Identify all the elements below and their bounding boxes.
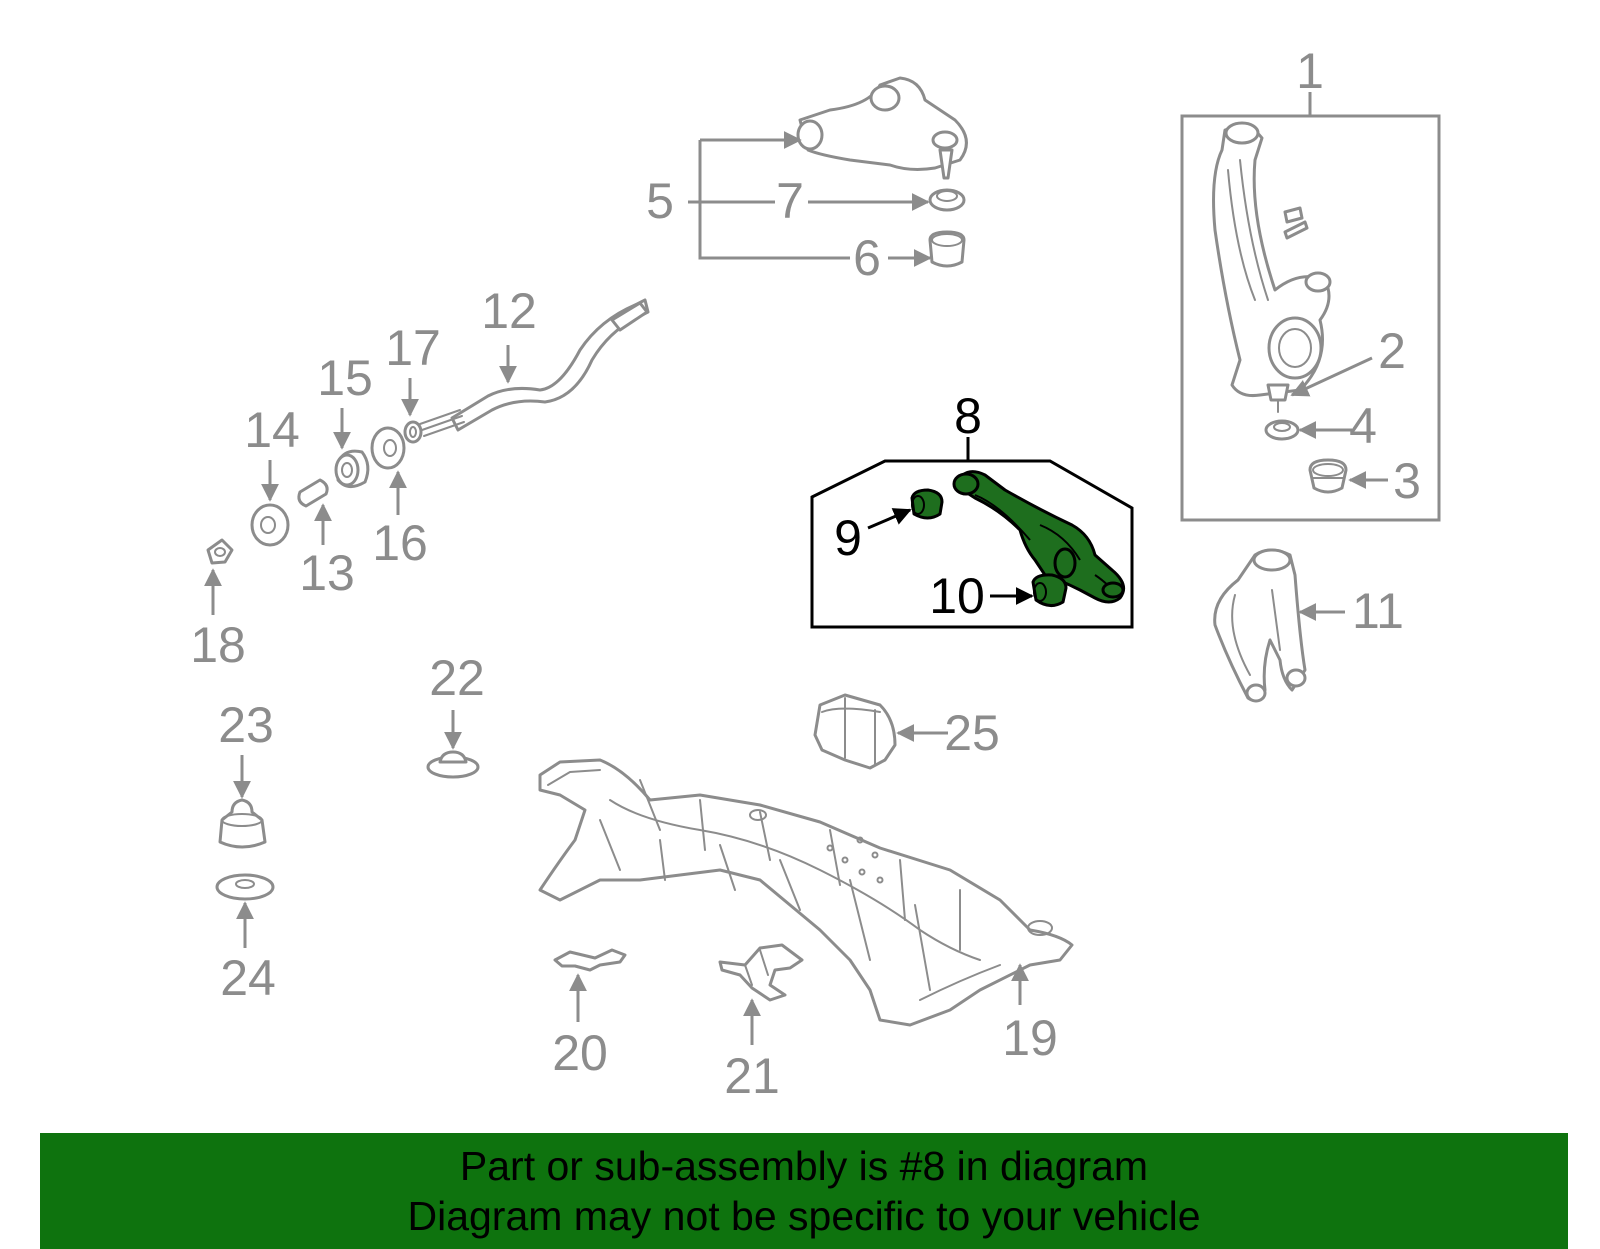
collar-13[interactable] [297,478,329,508]
part-11[interactable] [1213,548,1307,703]
bushing-14[interactable] [250,503,290,547]
washer-4[interactable] [1264,419,1300,441]
callout-18: 18 [190,617,246,673]
callout-12: 12 [481,283,537,339]
ball-joint-boot-7[interactable] [928,188,966,212]
bracket-20[interactable] [553,948,627,972]
callout-24: 24 [220,950,276,1006]
upper-control-arm[interactable] [796,76,968,180]
banner-line-2: Diagram may not be specific to your vehi… [407,1193,1201,1239]
callout-9: 9 [834,510,862,566]
steering-knuckle[interactable] [1212,121,1332,397]
callout-16: 16 [372,515,428,571]
callout-22: 22 [429,650,485,706]
callout-10: 10 [929,568,985,624]
bushing-10[interactable] [1031,573,1068,607]
banner-line-1: Part or sub-assembly is #8 in diagram [459,1143,1149,1189]
callout-20: 20 [552,1025,608,1081]
callout-6: 6 [853,230,881,286]
info-banner: Part or sub-assembly is #8 in diagram Di… [40,1133,1568,1249]
bushing-3[interactable] [1308,458,1348,494]
stabilizer-bar-12[interactable] [419,298,650,437]
callout-25: 25 [944,705,1000,761]
lower-control-arm-8[interactable] [952,470,1126,604]
callout-8: 8 [954,388,982,444]
callout-4: 4 [1349,398,1377,454]
callout-15: 15 [317,350,373,406]
callout-17: 17 [385,320,441,376]
callout-1: 1 [1296,43,1324,99]
callout-7: 7 [776,173,804,229]
mount-22[interactable] [426,750,480,779]
callout-2: 2 [1378,323,1406,379]
callout-11: 11 [1352,583,1404,639]
bushing-16[interactable] [370,426,406,470]
bushing-6[interactable] [928,230,966,268]
lower-control-arm-box [810,459,1134,629]
callout-19: 19 [1002,1010,1058,1066]
ball-joint-2[interactable] [1266,383,1290,413]
callout-5: 5 [646,173,674,229]
callout-14: 14 [244,402,300,458]
nut-18[interactable] [206,538,234,565]
washer-24[interactable] [215,873,275,901]
callout-3: 3 [1393,453,1421,509]
washer-17[interactable] [403,420,423,444]
callout-13: 13 [299,545,355,601]
bushing-9[interactable] [910,488,944,520]
bushing-15[interactable] [334,449,370,488]
callout-21: 21 [724,1048,780,1104]
subframe-19[interactable] [538,758,1074,1027]
bushing-23[interactable] [218,798,267,849]
callout-23: 23 [218,697,274,753]
mount-25[interactable] [813,693,897,770]
bracket-21[interactable] [718,943,804,1002]
